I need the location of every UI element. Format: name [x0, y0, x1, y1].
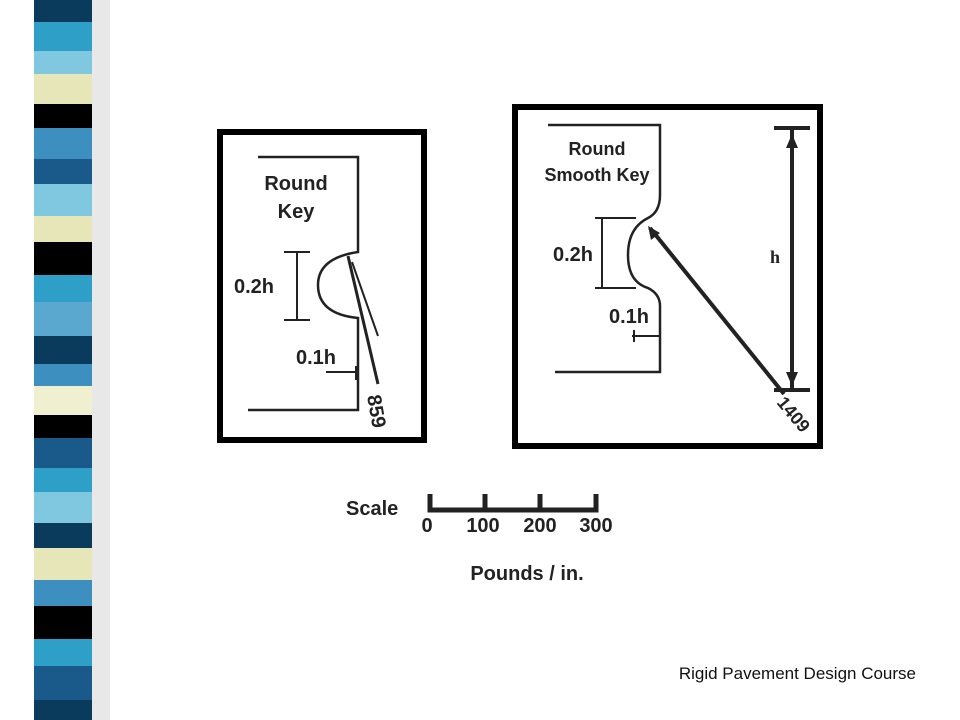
scale-label: Scale [346, 498, 398, 520]
stripe-block [34, 415, 92, 438]
stripe-block [34, 386, 92, 415]
stripe-block [34, 159, 92, 184]
right-title-line2: Smooth Key [544, 165, 649, 185]
force-arrowhead-right [648, 226, 660, 240]
stripe-block [34, 548, 92, 580]
dim-01h-bracket-right [632, 330, 660, 342]
right-panel-frame [512, 104, 823, 449]
right-dim-02h-label: 0.2h [553, 244, 593, 266]
right-title-line1: Round [569, 139, 626, 159]
stripe-block [34, 639, 92, 666]
stripe-block [34, 302, 92, 336]
scale-units: Pounds / in. [470, 563, 583, 585]
stripe-block [34, 242, 92, 275]
left-title-line1: Round [264, 173, 327, 195]
scale-bar: Scale 0 100 200 300 Pounds / in. [346, 494, 613, 585]
stripe-block [34, 666, 92, 700]
stripe-block [34, 51, 92, 74]
scale-tick-0: 0 [421, 515, 432, 537]
scale-tick-300: 300 [579, 515, 612, 537]
left-force-value: 859 [362, 393, 389, 430]
stripe-block [34, 438, 92, 468]
stripe-block [34, 492, 92, 523]
scale-ruler [427, 494, 599, 513]
round-key-panel: Round Key 0.2h 0.1h 859 [217, 129, 427, 443]
stripe-block [34, 606, 92, 639]
force-vector-left [346, 255, 380, 385]
scale-tick-200: 200 [523, 515, 556, 537]
h-label: h [770, 247, 780, 267]
stripe-block [34, 216, 92, 242]
dim-01h-bracket-left [326, 366, 357, 380]
left-title-line2: Key [278, 201, 316, 223]
stripe-block [34, 523, 92, 548]
course-footer: Rigid Pavement Design Course [678, 664, 916, 683]
stripe-block [34, 128, 92, 159]
stripe-block [34, 184, 92, 216]
stripe-block [34, 0, 92, 22]
stripe-block [34, 468, 92, 492]
stripe-block [34, 700, 92, 720]
right-force-value: 1409 [773, 393, 814, 437]
stripe-block [34, 336, 92, 364]
round-smooth-key-profile [548, 123, 662, 374]
stripe-block [34, 22, 92, 51]
left-dim-02h-label: 0.2h [234, 276, 274, 298]
round-key-profile [248, 155, 360, 412]
stripe-block [34, 104, 92, 128]
left-dim-01h-label: 0.1h [296, 347, 336, 369]
decorative-stripe-bar [34, 0, 110, 720]
stripe-block [34, 74, 92, 104]
h-arrow-top [786, 134, 798, 148]
stripe-block [34, 275, 92, 302]
stripe-block [34, 580, 92, 606]
force-vector-left-2 [351, 261, 379, 337]
left-panel-frame [217, 129, 427, 443]
dim-02h-bracket-right [595, 217, 636, 289]
right-dim-01h-label: 0.1h [609, 306, 649, 328]
stripe-block [34, 364, 92, 386]
force-vector-right [648, 226, 786, 396]
h-arrow-bottom [786, 372, 798, 386]
scale-tick-100: 100 [466, 515, 499, 537]
dim-02h-bracket-left [284, 251, 310, 321]
round-smooth-key-panel: Round Smooth Key 0.2h 0.1h h 1409 [512, 104, 823, 449]
